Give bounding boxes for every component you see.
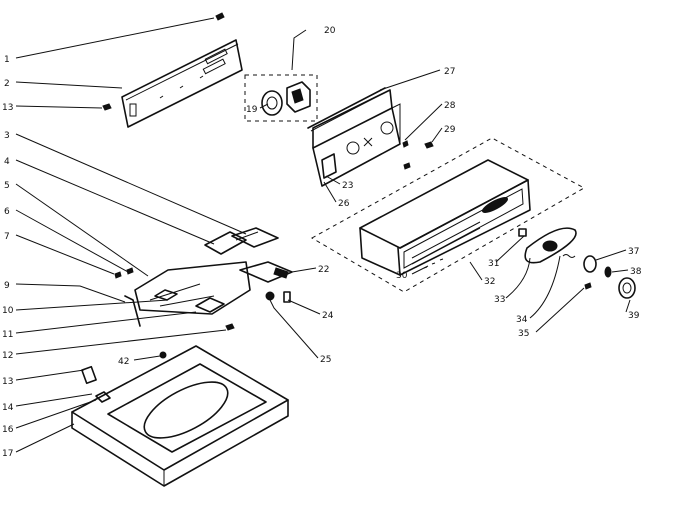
callout-37: 37	[628, 247, 639, 257]
callout-38: 38	[630, 267, 642, 277]
bushing-37	[583, 255, 597, 273]
hinge-assembly	[134, 261, 251, 315]
callout-7: 7	[4, 232, 10, 242]
callout-14: 14	[2, 403, 14, 413]
callout-2: 2	[4, 79, 10, 89]
callout-30: 30	[396, 271, 408, 281]
callout-26: 26	[338, 199, 350, 209]
callout-12: 12	[2, 351, 13, 361]
screw-housing-front	[403, 162, 411, 170]
knob-39	[618, 277, 636, 299]
lid-switch-3	[231, 227, 279, 248]
callout-39: 39	[628, 311, 640, 321]
panel-screw-13	[102, 103, 112, 111]
callout-23: 23	[342, 181, 353, 191]
bracket-4	[204, 231, 247, 255]
part-20-group-box	[244, 74, 318, 122]
callout-9: 9	[4, 281, 10, 291]
callout-3: 3	[4, 131, 10, 141]
panel-screw-1	[215, 12, 225, 21]
control-console	[359, 159, 531, 276]
callout-25: 25	[320, 355, 331, 365]
callout-16: 16	[2, 425, 14, 435]
callout-10: 10	[2, 306, 14, 316]
callout-1: 1	[4, 55, 10, 65]
part-20-block	[286, 81, 311, 113]
screw-12	[225, 323, 235, 331]
leader-lines	[15, 17, 631, 453]
badge-plate-33	[524, 227, 577, 264]
screw-28	[402, 140, 409, 148]
callout-31: 31	[488, 259, 499, 269]
callout-22: 22	[318, 265, 329, 275]
control-housing	[312, 89, 401, 187]
clip-16	[95, 391, 111, 403]
callout-4: 4	[4, 157, 10, 167]
spring-34	[562, 254, 576, 258]
screw-6	[126, 267, 134, 275]
callout-13-top: 13	[2, 377, 13, 387]
top-panel	[71, 345, 289, 487]
washer-38	[604, 266, 612, 278]
console-group-outline	[310, 137, 586, 293]
nut-42	[159, 351, 167, 359]
clip-14	[81, 365, 97, 385]
screw-7	[114, 271, 122, 279]
callout-32: 32	[484, 277, 495, 287]
part-19	[261, 90, 283, 116]
callout-11: 11	[2, 330, 13, 340]
back-panel	[121, 39, 243, 128]
screw-29	[424, 141, 434, 149]
callout-27: 27	[444, 67, 455, 77]
callout-29: 29	[444, 125, 456, 135]
callout-24: 24	[322, 311, 334, 321]
callout-19: 19	[246, 105, 258, 115]
callout-17: 17	[2, 449, 13, 459]
callout-28: 28	[444, 101, 456, 111]
nut-25	[265, 291, 275, 301]
callout-13-panel: 13	[2, 103, 13, 113]
callout-6: 6	[4, 207, 10, 217]
callout-33: 33	[494, 295, 505, 305]
callout-labels: 1 2 13 3 4 5 6 7 9 10 11 12 13 14 16 17 …	[2, 26, 642, 459]
screw-35	[584, 282, 592, 290]
callout-42: 42	[118, 357, 129, 367]
callout-34: 34	[516, 315, 528, 325]
clip-31	[518, 228, 527, 237]
hinge-rod-9	[124, 295, 141, 327]
callout-5: 5	[4, 181, 10, 191]
rod-27	[307, 87, 389, 132]
callout-20: 20	[324, 26, 336, 36]
callout-35: 35	[518, 329, 529, 339]
pin-24	[283, 291, 291, 303]
